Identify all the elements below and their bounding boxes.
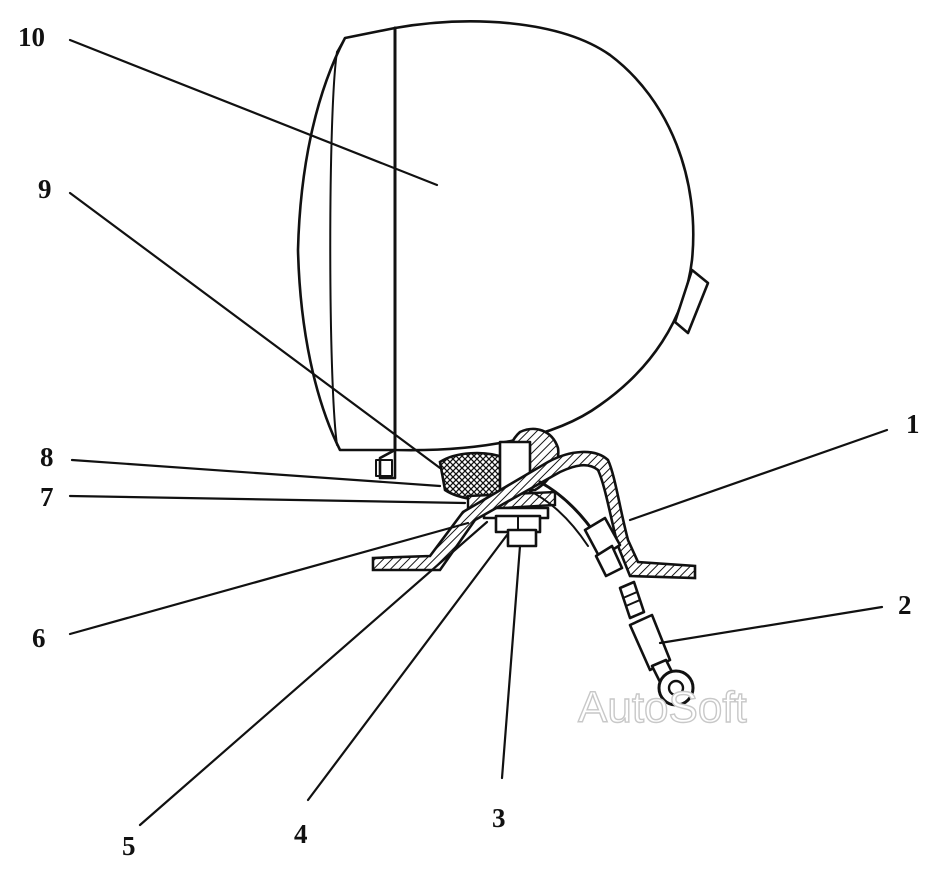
callout-5: 5 bbox=[122, 831, 136, 861]
leader-line-7 bbox=[68, 494, 467, 505]
watermark-autosoft: AutoSoft bbox=[578, 683, 747, 732]
leader-line-10 bbox=[68, 38, 439, 187]
leader-line-5 bbox=[138, 520, 489, 827]
headlamp-housing bbox=[393, 20, 695, 452]
leader-line-3 bbox=[500, 544, 522, 780]
callout-3: 3 bbox=[492, 803, 506, 833]
mounting-bracket bbox=[371, 450, 697, 580]
leader-line-1 bbox=[628, 428, 889, 522]
housing-switch-tab bbox=[673, 268, 710, 335]
callout-8: 8 bbox=[40, 442, 54, 472]
leader-line-6 bbox=[68, 521, 470, 636]
rim-seam bbox=[336, 37, 346, 53]
wire-connector-pin bbox=[594, 544, 624, 578]
leader-line-8 bbox=[70, 458, 442, 488]
callout-10: 10 bbox=[18, 22, 45, 52]
leader-line-9 bbox=[68, 191, 442, 470]
stud-end bbox=[506, 528, 538, 548]
leader-line-4 bbox=[306, 533, 509, 802]
terminal-pin-segment bbox=[622, 591, 641, 607]
callout-2: 2 bbox=[898, 590, 912, 620]
callout-7: 7 bbox=[40, 482, 54, 512]
leader-line-2 bbox=[658, 605, 884, 645]
callout-1: 1 bbox=[906, 409, 920, 439]
lug-screw bbox=[375, 459, 393, 477]
callout-6: 6 bbox=[32, 623, 46, 653]
lamp-wire-inner bbox=[527, 489, 589, 547]
callout-4: 4 bbox=[294, 819, 308, 849]
headlamp-rim bbox=[296, 26, 397, 452]
rim-inner-line bbox=[329, 51, 338, 446]
callout-9: 9 bbox=[38, 174, 52, 204]
terminal-ring-hole bbox=[667, 679, 685, 697]
terminal-pin bbox=[618, 580, 646, 620]
terminal-sleeve bbox=[628, 613, 672, 672]
